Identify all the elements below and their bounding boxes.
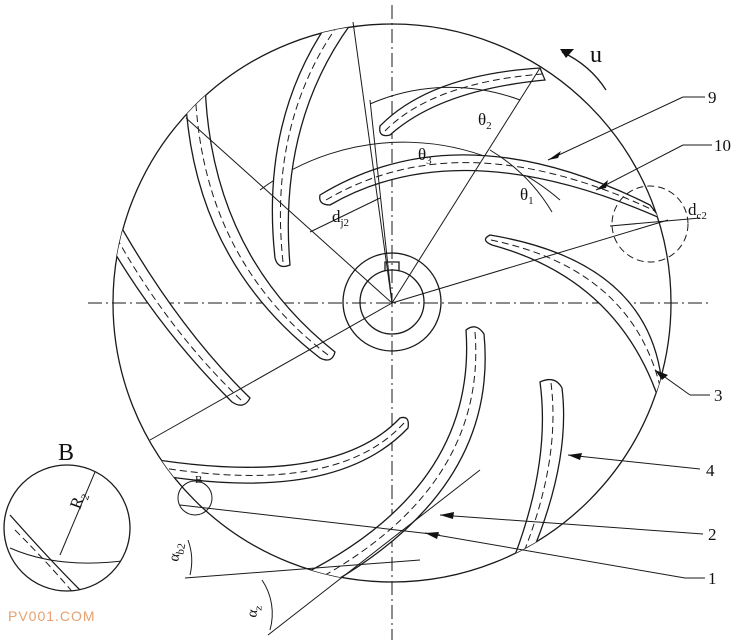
alpha-b2-label: αb2 — [166, 541, 188, 563]
callout-1: 1 — [708, 569, 717, 588]
radial-line-top — [352, 21, 393, 304]
hub-outer-circle — [342, 252, 442, 352]
dj2-label: dj2 — [332, 207, 349, 229]
detail-b-marker-label: B — [195, 474, 202, 486]
callout-leaders — [424, 96, 712, 579]
alpha-z-label: αz — [244, 603, 265, 619]
callout-9: 9 — [708, 88, 717, 107]
radial-line-lower-left — [149, 302, 393, 441]
theta1-arc — [489, 149, 553, 213]
callout-3: 3 — [714, 386, 723, 405]
radial-line-theta — [369, 99, 393, 304]
line-alpha-z — [267, 469, 481, 636]
radial-line-dc2 — [391, 219, 669, 304]
blade-lower-left — [127, 416, 409, 484]
callout-10: 10 — [714, 136, 731, 155]
dc2-label: dc2 — [688, 200, 707, 222]
blade-right — [484, 234, 666, 421]
hub-bore-circle — [359, 269, 425, 335]
theta2-label: θ2 — [478, 110, 492, 132]
blade-top — [271, 24, 352, 268]
detail-b-title: B — [58, 440, 74, 466]
detail-b-marker — [177, 480, 213, 516]
blade-bottom — [268, 326, 486, 582]
blade-lower-right — [504, 378, 565, 581]
rotation-label: u — [590, 42, 602, 68]
rotation-arrowhead — [560, 49, 574, 58]
alpha-z-arc — [261, 579, 273, 631]
theta1-label: θ1 — [520, 185, 534, 207]
dj2-leader — [309, 197, 381, 233]
radial-line-upper-left — [185, 117, 393, 304]
keyway — [384, 261, 400, 271]
detail-b-view — [3, 464, 131, 592]
blade-left — [113, 223, 251, 406]
watermark: PV001.COM — [8, 608, 96, 624]
line-alpha-b2-2 — [184, 559, 421, 579]
theta2-arc — [369, 86, 521, 105]
blade-upper-left — [184, 54, 336, 361]
alpha-b2-arc — [187, 539, 193, 576]
blade-top-right — [379, 67, 546, 137]
line-alpha-b2-1 — [179, 504, 441, 536]
theta3-label: θ3 — [418, 145, 432, 167]
blade-upper-right — [319, 154, 661, 219]
radial-line-theta2 — [391, 67, 541, 304]
dc2-leader — [609, 217, 701, 227]
callout-4: 4 — [706, 461, 715, 480]
impeller-outer-circle — [112, 23, 672, 583]
callout-2: 2 — [708, 525, 717, 544]
dc2-dashed-circle — [611, 185, 689, 263]
r2-label: R2 — [66, 489, 92, 512]
